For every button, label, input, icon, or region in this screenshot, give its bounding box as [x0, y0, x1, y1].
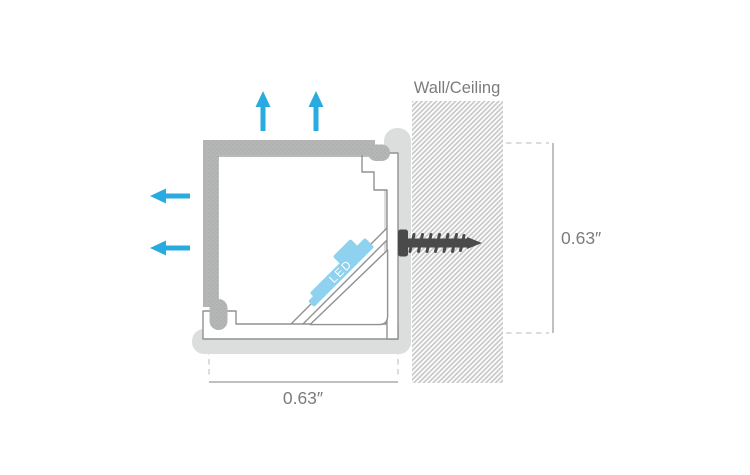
height-dimension-label: 0.63″ [561, 228, 601, 248]
up-arrow-2 [308, 91, 324, 131]
left-arrow-1 [150, 188, 190, 204]
led-strip-end [308, 295, 320, 307]
diffuser-cover [203, 140, 390, 330]
cover-clip-bottom [209, 299, 228, 330]
cover-left-bar [203, 140, 218, 307]
light-arrows [150, 91, 324, 256]
cover-top-bar [203, 140, 375, 155]
height-dimension-extension-lines [506, 142, 549, 334]
screw-threads [408, 233, 466, 253]
cover-clip-top [368, 144, 390, 161]
cavity-inner-edge [217, 155, 372, 307]
screw-head [398, 229, 408, 257]
led-strip-body [308, 238, 374, 307]
right-channel [361, 152, 399, 340]
led-chip [333, 239, 358, 264]
up-arrow-1 [255, 91, 271, 131]
height-dimension [506, 142, 554, 334]
support-triangle [309, 249, 389, 326]
wall-ceiling-label: Wall/Ceiling [414, 79, 501, 97]
mounting-screw [398, 229, 482, 257]
led-strip: LED [308, 238, 374, 307]
screw-tip [467, 237, 482, 249]
left-arrow-2 [150, 240, 190, 256]
width-dimension-label: 0.63″ [283, 388, 323, 408]
